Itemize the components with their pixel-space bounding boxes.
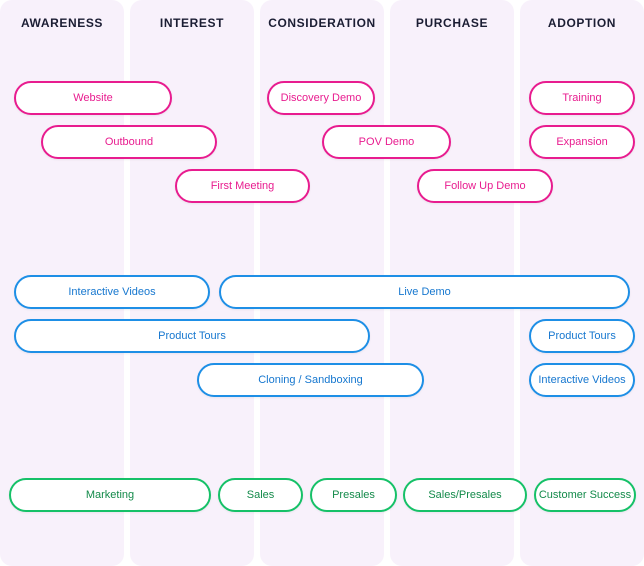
pill-follow-up-demo: Follow Up Demo — [417, 169, 553, 203]
pill-discovery-demo: Discovery Demo — [267, 81, 375, 115]
pill-marketing: Marketing — [9, 478, 211, 512]
pill-cloning-sandboxing: Cloning / Sandboxing — [197, 363, 424, 397]
pill-expansion: Expansion — [529, 125, 635, 159]
column-heading-adoption: ADOPTION — [547, 16, 617, 30]
column-heading-purchase: PURCHASE — [415, 16, 489, 30]
pill-interactive-videos: Interactive Videos — [14, 275, 210, 309]
pill-presales: Presales — [310, 478, 397, 512]
pill-sales: Sales — [218, 478, 303, 512]
column-heading-awareness: AWARENESS — [20, 16, 104, 30]
pill-training: Training — [529, 81, 635, 115]
pill-sales-presales: Sales/Presales — [403, 478, 527, 512]
pill-pov-demo: POV Demo — [322, 125, 451, 159]
column-heading-consideration: CONSIDERATION — [268, 16, 376, 30]
pill-product-tours-adoption: Product Tours — [529, 319, 635, 353]
pill-website: Website — [14, 81, 172, 115]
pill-live-demo: Live Demo — [219, 275, 630, 309]
pill-customer-success: Customer Success — [534, 478, 636, 512]
pill-interactive-videos-adoption: Interactive Videos — [529, 363, 635, 397]
pill-product-tours: Product Tours — [14, 319, 370, 353]
pill-first-meeting: First Meeting — [175, 169, 310, 203]
pill-outbound: Outbound — [41, 125, 217, 159]
column-heading-interest: INTEREST — [159, 16, 225, 30]
